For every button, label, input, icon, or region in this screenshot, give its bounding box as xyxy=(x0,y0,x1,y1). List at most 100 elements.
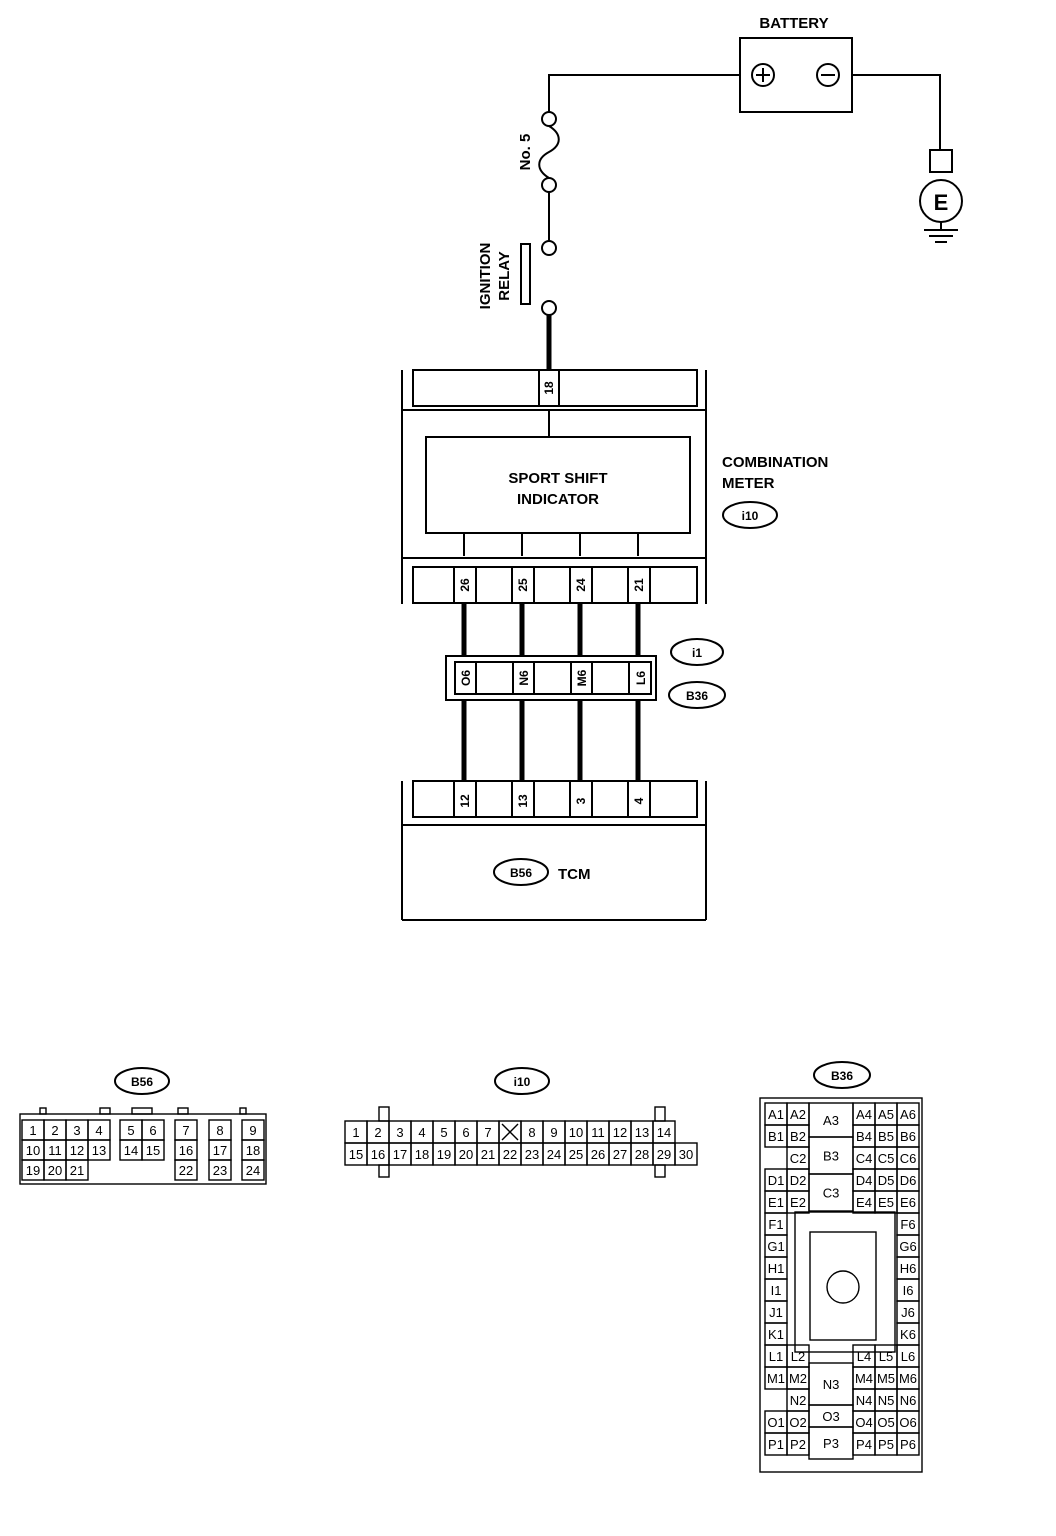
b36-pin-E6-label: E6 xyxy=(900,1195,916,1210)
b56-pin-17-label: 17 xyxy=(213,1143,227,1158)
i10-pin-28-label: 28 xyxy=(635,1147,649,1162)
i10-blank-mark xyxy=(501,1123,519,1141)
b36-pin-B6-label: B6 xyxy=(900,1129,916,1144)
b36-pin-M2-label: M2 xyxy=(789,1371,807,1386)
i10-pin-18-label: 18 xyxy=(415,1147,429,1162)
b56-pin-23-cell xyxy=(208,1159,232,1181)
i10-pin-13-label: 13 xyxy=(635,1125,649,1140)
i10-pin-30-cell xyxy=(674,1142,698,1166)
b36-pin-P4-label: P4 xyxy=(856,1437,872,1452)
b36-pin-P6-label: P6 xyxy=(900,1437,916,1452)
b36-pin-C2-label: C2 xyxy=(790,1151,807,1166)
b36-pin-F1-label: F1 xyxy=(768,1217,783,1232)
b36-pin-O4-label: O4 xyxy=(855,1415,872,1430)
i10-tab xyxy=(654,1106,666,1122)
b36-pin-B5-label: B5 xyxy=(878,1129,894,1144)
b56-pin-20-label: 20 xyxy=(48,1163,62,1178)
b56-tab xyxy=(99,1107,111,1115)
b36-pin-I6-label: I6 xyxy=(903,1283,914,1298)
b56-pin-8-label: 8 xyxy=(216,1123,223,1138)
b36-pin-C4-label: C4 xyxy=(856,1151,873,1166)
b36-pin-K1-label: K1 xyxy=(768,1327,784,1342)
b36-pin-L1-label: L1 xyxy=(769,1349,783,1364)
i10-pin-16-label: 16 xyxy=(371,1147,385,1162)
b36-pin-N5-label: N5 xyxy=(878,1393,895,1408)
fuse-label: No. 5 xyxy=(517,134,534,171)
b36-pin-O5-label: O5 xyxy=(877,1415,894,1430)
b36-pin-C3-label: C3 xyxy=(823,1186,840,1201)
i10-pin-19-label: 19 xyxy=(437,1147,451,1162)
b36-pin-A5-label: A5 xyxy=(878,1107,894,1122)
b56-pin-18-label: 18 xyxy=(246,1143,260,1158)
b36-center-frame xyxy=(794,1211,896,1353)
b56-pin-2-label: 2 xyxy=(51,1123,58,1138)
b36-pin-C6-label: C6 xyxy=(900,1151,917,1166)
b56-pin-23-label: 23 xyxy=(213,1163,227,1178)
battery-negative-wire xyxy=(852,74,941,150)
meter-label-line1: COMBINATION xyxy=(722,454,828,471)
tcm-pin-4: 4 xyxy=(632,797,646,804)
b36-pin-L4-label: L4 xyxy=(857,1349,871,1364)
tcm-label: TCM xyxy=(558,866,591,883)
tcm-connector-id: B56 xyxy=(510,866,532,880)
b36-shell xyxy=(759,1097,923,1473)
tcm: 12 13 3 4 B56 TCM xyxy=(401,780,707,921)
i10-pin-2-label: 2 xyxy=(374,1125,381,1140)
tcm-pin-3: 3 xyxy=(574,797,588,804)
b56-pin-11-label: 11 xyxy=(48,1143,62,1158)
b36-pin-E5-label: E5 xyxy=(878,1195,894,1210)
i10-pin-3-label: 3 xyxy=(396,1125,403,1140)
i10-pin-23-label: 23 xyxy=(525,1147,539,1162)
b36-pin-P3-label: P3 xyxy=(823,1436,839,1451)
b36-pin-L2-label: L2 xyxy=(791,1349,805,1364)
b36-pin-D2-label: D2 xyxy=(790,1173,807,1188)
joint-connector: O6 N6 M6 L6 i1 B36 xyxy=(445,638,726,709)
b56-pin-15-cell xyxy=(141,1139,165,1161)
b56-pin-14-label: 14 xyxy=(124,1143,138,1158)
i10-pin-1-label: 1 xyxy=(352,1125,359,1140)
b56-pin-16-label: 16 xyxy=(179,1143,193,1158)
b36-pin-G1-label: G1 xyxy=(767,1239,784,1254)
b36-pin-A6-label: A6 xyxy=(900,1107,916,1122)
b36-pin-H1-label: H1 xyxy=(768,1261,785,1276)
b36-pin-O1-label: O1 xyxy=(767,1415,784,1430)
b56-pin-3-label: 3 xyxy=(73,1123,80,1138)
b56-pin-22-label: 22 xyxy=(179,1163,193,1178)
b56-tab xyxy=(131,1107,153,1115)
b36-pin-J1-label: J1 xyxy=(769,1305,783,1320)
b56-pin-7-label: 7 xyxy=(182,1123,189,1138)
b56-pin-5-label: 5 xyxy=(127,1123,134,1138)
b56-pin-24-cell xyxy=(241,1159,265,1181)
b36-pin-N2-label: N2 xyxy=(790,1393,807,1408)
b36-pin-O6-label: O6 xyxy=(899,1415,916,1430)
i10-pin-9-label: 9 xyxy=(550,1125,557,1140)
b36-center-hole xyxy=(826,1270,860,1304)
meter-joint-wires xyxy=(461,603,641,656)
i10-pin-7-label: 7 xyxy=(484,1125,491,1140)
i10-pin-20-label: 20 xyxy=(459,1147,473,1162)
meter-pin-24: 24 xyxy=(574,578,588,592)
i10-pin-4-label: 4 xyxy=(418,1125,425,1140)
meter-pin-25: 25 xyxy=(516,578,530,592)
b36-pin-E4-label: E4 xyxy=(856,1195,872,1210)
b56-pin-6-label: 6 xyxy=(149,1123,156,1138)
b36-pin-A2-label: A2 xyxy=(790,1107,806,1122)
i10-tab xyxy=(378,1106,390,1122)
tcm-pin-13: 13 xyxy=(516,794,530,808)
b36-pin-G6-label: G6 xyxy=(899,1239,916,1254)
b36-pin-E2-label: E2 xyxy=(790,1195,806,1210)
ignition-relay: IGNITION RELAY xyxy=(477,240,557,316)
b36-pin-P6-cell xyxy=(896,1432,920,1456)
joint-tcm-wires xyxy=(461,700,641,781)
i10-pin-21-label: 21 xyxy=(481,1147,495,1162)
b36-pin-L6-label: L6 xyxy=(901,1349,915,1364)
b36-pin-D6-label: D6 xyxy=(900,1173,917,1188)
b36-pin-D4-label: D4 xyxy=(856,1173,873,1188)
indicator-label-line1: SPORT SHIFT xyxy=(508,470,607,487)
b36-pin-A3-label: A3 xyxy=(823,1113,839,1128)
i10-tab xyxy=(378,1164,390,1178)
b36-pin-P3-cell xyxy=(808,1426,854,1460)
b36-pin-M1-label: M1 xyxy=(767,1371,785,1386)
